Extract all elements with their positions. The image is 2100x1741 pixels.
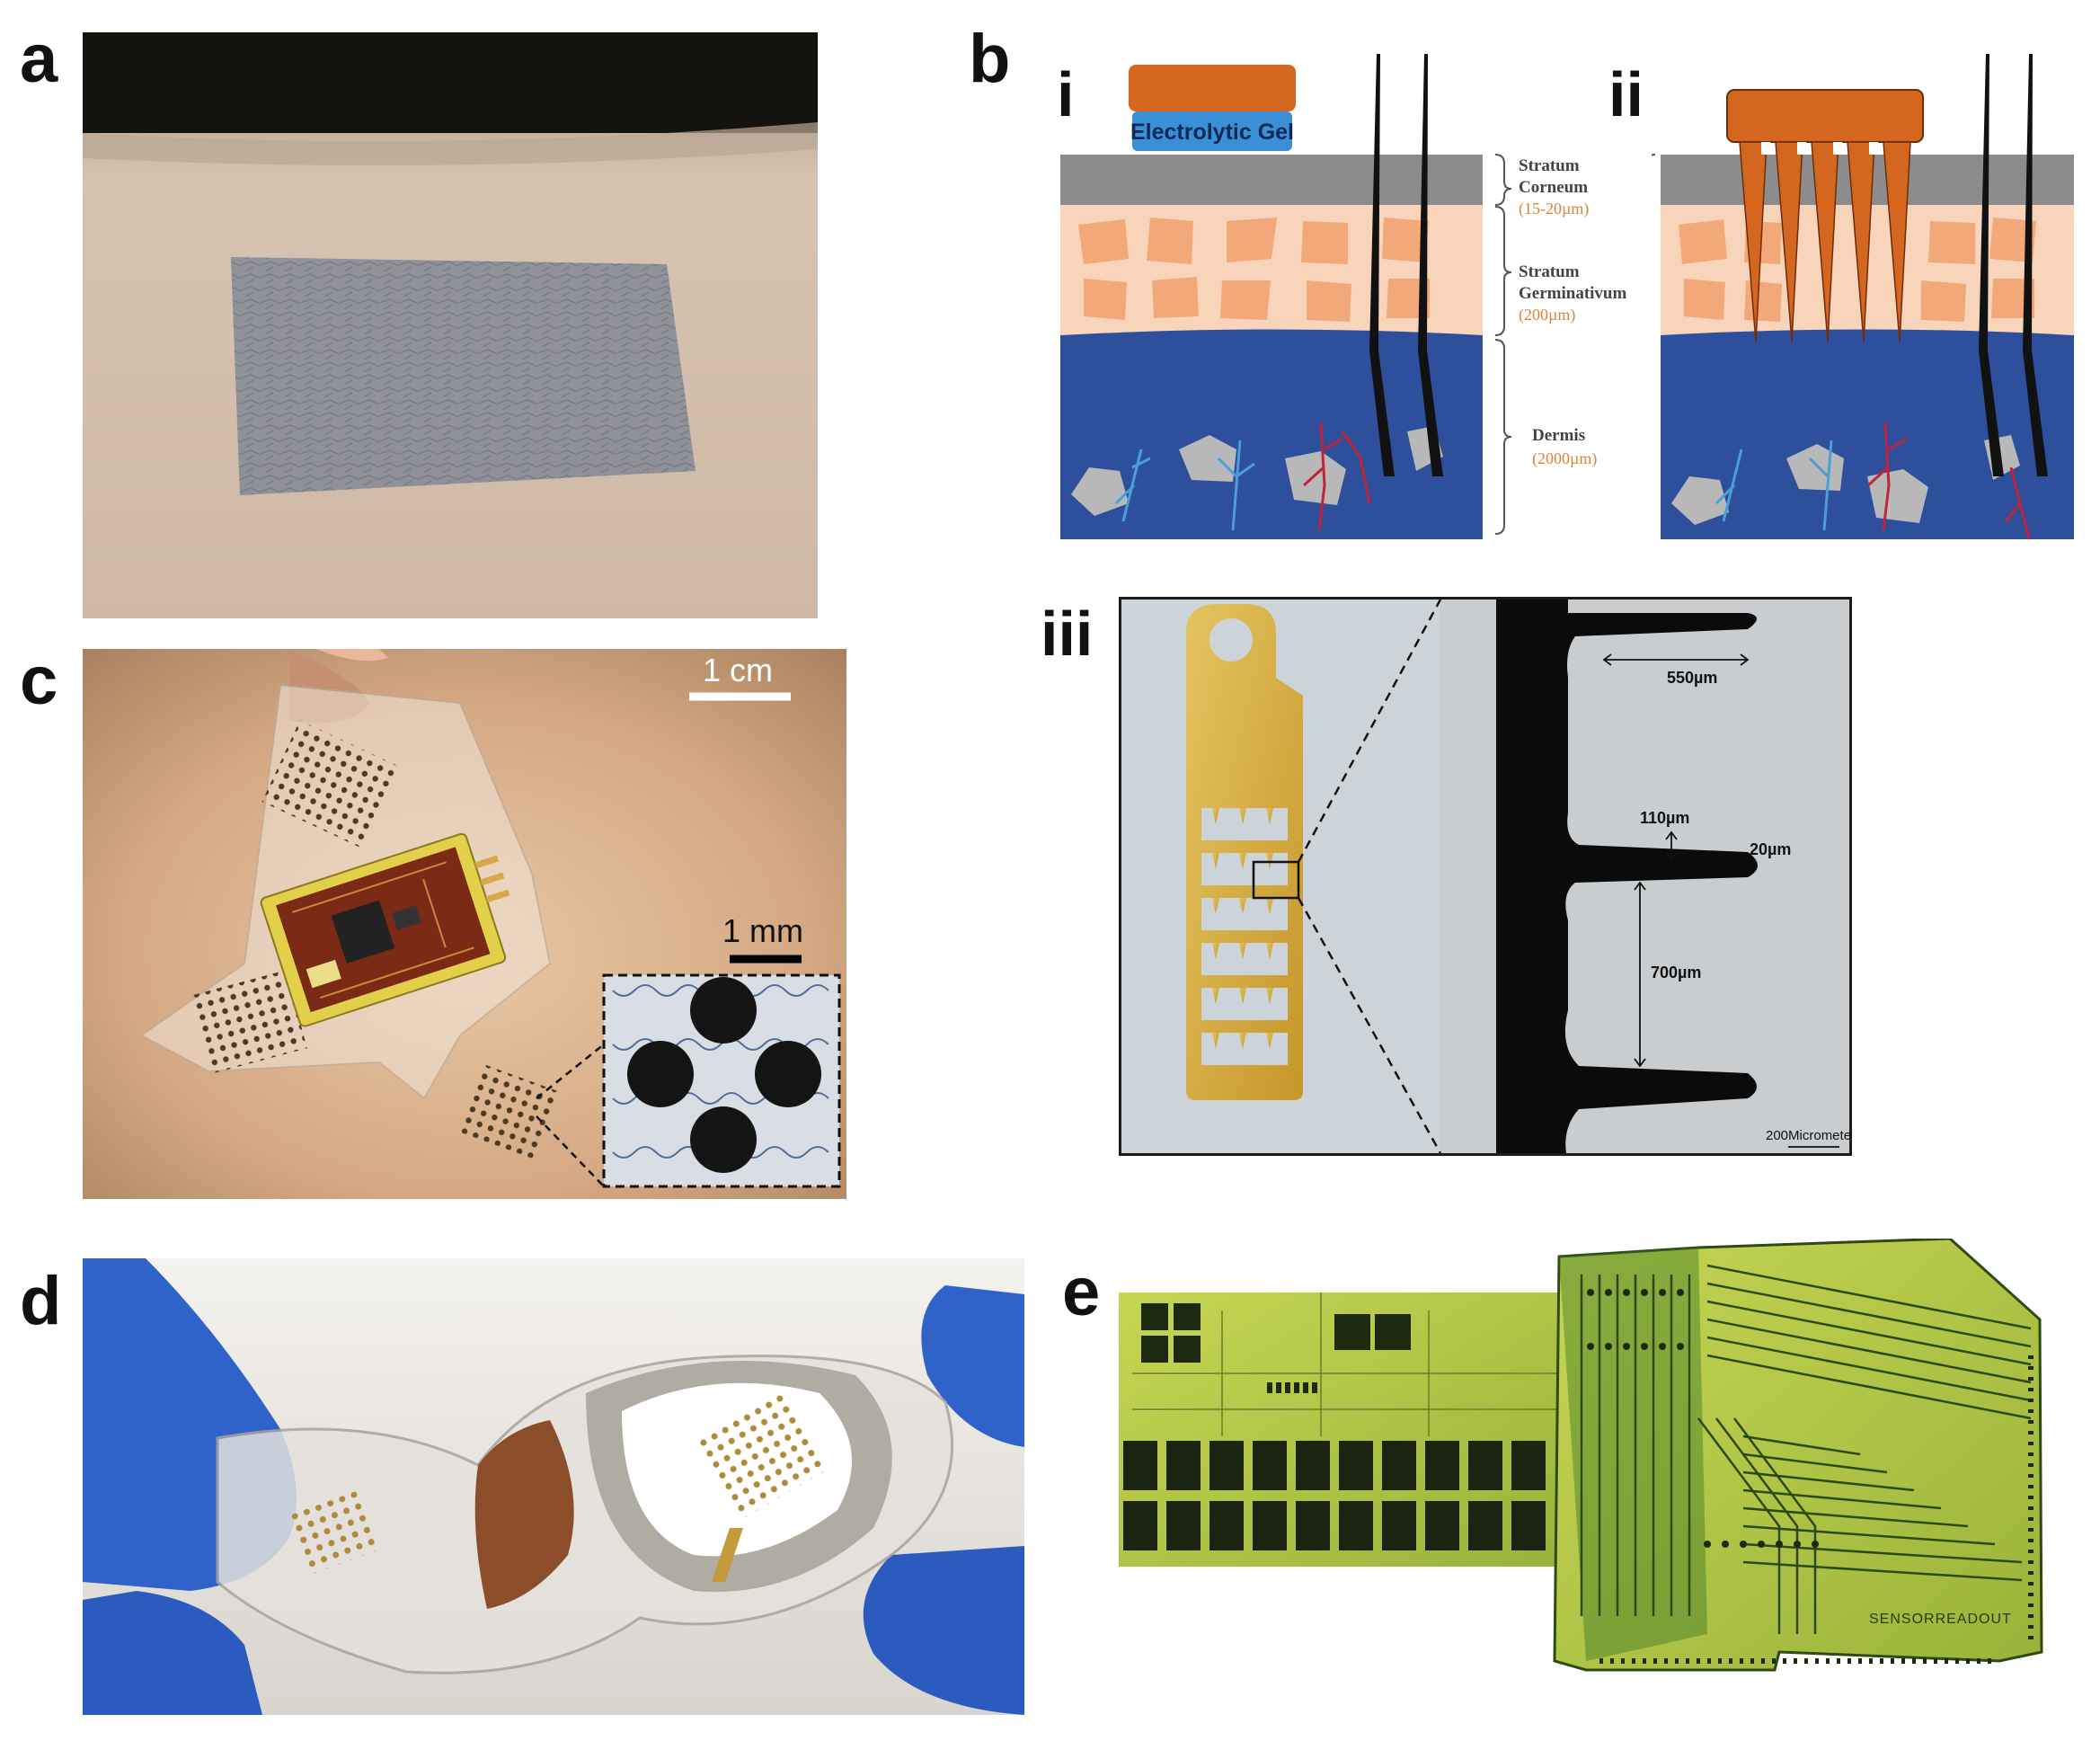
label-germinativum-thickness: (200µm) (1519, 306, 1575, 324)
subpanel-label-ii: ii (1608, 59, 1644, 129)
gold-microneedle-strip (1186, 604, 1303, 1100)
panel-e-flexible-pcb-photo: SENSORREADOUT (1114, 1239, 2049, 1679)
label-dermis-thickness: (2000µm) (1532, 449, 1597, 468)
subpanel-label-iii: iii (1041, 599, 1094, 669)
pcb-left-section (1119, 1292, 1568, 1567)
electrode-mesh-top (261, 720, 398, 848)
panel-b-ii-microneedle-diagram (1652, 54, 2074, 540)
dim-550um: 550µm (1667, 669, 1717, 687)
panel-c-wireless-patch-photo: 1 cm 1 mm (83, 649, 846, 1199)
panel-b-i-skin-diagram: Electrolytic Gel Stratum Corneum (15-20µ… (1060, 54, 1626, 539)
wireless-circuit-board (260, 832, 510, 1027)
label-stratum-corneum-2: Corneum (1519, 178, 1588, 197)
electrode-mesh-bottom (459, 1064, 560, 1159)
board-label-sensorreadout: SENSORREADOUT (1869, 1612, 2012, 1627)
label-corneum-thickness: (15-20µm) (1519, 200, 1589, 218)
dim-20um: 20µm (1750, 840, 1791, 858)
label-stratum-germinativum-1: Stratum (1519, 262, 1580, 281)
right-glove (921, 1285, 1024, 1447)
panel-label-e: e (1062, 1254, 1101, 1330)
magnified-needle-profile (1496, 600, 1758, 1153)
label-stratum-germinativum-2: Germinativum (1519, 284, 1626, 303)
panel-d-flexible-electrode-photo (83, 1258, 1024, 1715)
subpanel-label-i: i (1057, 59, 1075, 129)
microneedle-electrode-base (1726, 89, 1924, 143)
panel-label-b: b (969, 21, 1011, 97)
electrolytic-gel-label: Electrolytic Gel (1130, 120, 1294, 145)
copper-connector (474, 1420, 574, 1609)
scale-label-1mm: 1 mm (722, 912, 803, 949)
label-dermis: Dermis (1532, 426, 1585, 445)
stratum-corneum-layer (1060, 155, 1483, 205)
panel-b-iii-microneedle-micrograph: 550µm 110µm 20µm 700µm 200Micrometer (1119, 597, 1852, 1156)
pcb-right-section: SENSORREADOUT (1553, 1239, 2043, 1672)
panel-label-c: c (20, 643, 58, 719)
scalebar-200-micrometer: 200Micrometer (1766, 1128, 1852, 1143)
electrolytic-gel (1132, 111, 1292, 151)
scale-label-1cm: 1 cm (703, 652, 773, 688)
label-stratum-corneum-1: Stratum (1519, 156, 1580, 175)
panel-label-a: a (20, 21, 58, 97)
electrode-mesh-inset (602, 973, 841, 1188)
dim-700um: 700µm (1651, 964, 1701, 982)
electrode-mesh-right (696, 1392, 827, 1520)
electrode-mesh-left (191, 970, 307, 1074)
panel-a-skin-photo (83, 32, 818, 618)
dim-110um: 110µm (1640, 809, 1689, 827)
panel-label-d: d (20, 1263, 62, 1339)
electrode-mesh-left (289, 1490, 379, 1575)
wet-electrode (1129, 65, 1296, 111)
